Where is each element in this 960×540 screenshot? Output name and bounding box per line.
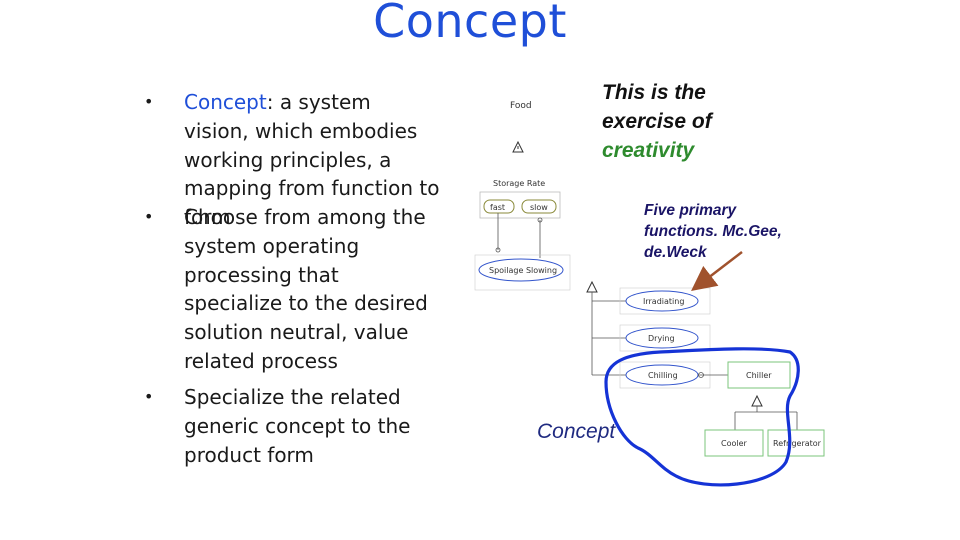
storage-rate-box [479, 191, 561, 219]
state-slow-label: slow [530, 203, 548, 212]
cooler-label: Cooler [721, 439, 748, 448]
drying-process [625, 327, 699, 349]
bullet-list: • Concept: a system vision, which embodi… [140, 88, 440, 469]
chiller-box [727, 361, 791, 389]
bullet-dot: • [144, 92, 154, 111]
slide-title: Concept [373, 0, 567, 48]
callout-line: Five primary [644, 202, 737, 219]
irradiating-frame [619, 287, 711, 315]
refrigerator-box [767, 429, 825, 457]
agent-link-end [698, 372, 704, 378]
state-slow [521, 199, 557, 214]
irradiating-label: Irradiating [643, 297, 684, 306]
food-label: Food [510, 101, 532, 111]
storage-rate-label: Storage Rate [493, 179, 545, 188]
bullet-text: Choose from among the system operating p… [184, 205, 428, 373]
drying-label: Drying [648, 334, 675, 343]
bullet-lead: Concept [184, 90, 267, 114]
creativity-callout: This is the exercise of creativity [602, 78, 712, 165]
bullet-text: : a system vision, which embodies workin… [184, 90, 440, 230]
link-end [537, 217, 543, 223]
spoilage-slowing-label: Spoilage Slowing [489, 266, 557, 275]
state-fast [483, 199, 515, 214]
callout-line: This is the [602, 81, 706, 104]
bullet-dot: • [144, 207, 154, 226]
chiller-label: Chiller [746, 371, 772, 380]
concept-label: Concept [537, 420, 616, 443]
callout-line: functions. Mc.Gee, [644, 223, 782, 240]
link-end [495, 247, 501, 253]
callout-line: de.Weck [644, 244, 707, 261]
state-fast-label: fast [490, 203, 505, 212]
concept-highlight-loop [604, 347, 800, 487]
chiller-specialization-triangle [751, 394, 763, 407]
aggregation-triangle [512, 140, 524, 153]
bullet-text: Specialize the related generic concept t… [184, 385, 411, 467]
bullet-dot: • [144, 387, 154, 406]
bullet-item: • Choose from among the system operating… [140, 203, 440, 383]
spoilage-slowing-process [478, 258, 564, 282]
bullet-item: • Specialize the related generic concept… [140, 383, 440, 469]
functions-callout: Five primary functions. Mc.Gee, de.Weck [644, 200, 782, 263]
refrigerator-label: Refrigerator [773, 439, 822, 448]
irradiating-process [625, 290, 699, 312]
chilling-label: Chilling [648, 371, 678, 380]
drying-frame [619, 324, 711, 352]
chilling-process [625, 364, 699, 386]
callout-line-highlight: creativity [602, 139, 695, 162]
spoilage-frame [474, 254, 571, 291]
callout-line: exercise of [602, 110, 712, 133]
cooler-box [704, 429, 764, 457]
bullet-item: • Concept: a system vision, which embodi… [140, 88, 440, 229]
chilling-frame [619, 361, 711, 389]
specialization-triangle [586, 280, 598, 293]
